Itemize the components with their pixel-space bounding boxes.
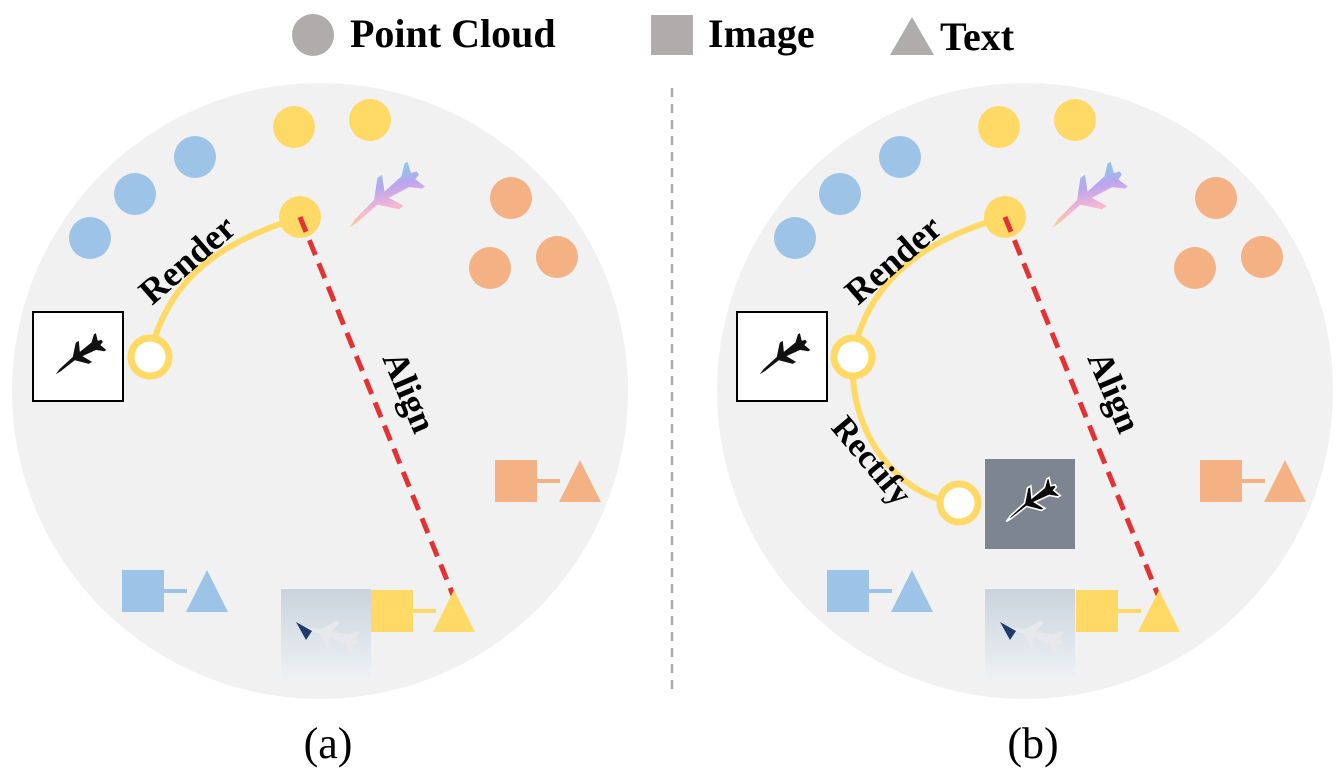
- rendered-image-node: [830, 334, 876, 380]
- point-cloud-blue: [69, 217, 111, 259]
- point-cloud-yellow: [273, 106, 315, 148]
- point-cloud-blue: [819, 173, 861, 215]
- airplane-photo: [985, 589, 1075, 679]
- point-cloud-blue: [879, 136, 921, 178]
- text-triangle-orange: [1264, 460, 1306, 502]
- point-cloud-orange: [1195, 177, 1237, 219]
- point-cloud-blue: [174, 136, 216, 178]
- point-cloud-yellow: [1054, 99, 1096, 141]
- image-text-pair-yellow: [1076, 590, 1180, 632]
- rectified-image-node: [936, 480, 982, 526]
- text-triangle-blue: [186, 570, 228, 612]
- image-square-blue: [827, 570, 869, 612]
- point-cloud-blue: [774, 217, 816, 259]
- legend-point-cloud-label: Point Cloud: [350, 11, 556, 56]
- image-square-yellow: [1076, 590, 1118, 632]
- image-square-yellow: [371, 590, 413, 632]
- text-triangle-blue: [891, 570, 933, 612]
- align-line: [1002, 216, 1161, 596]
- point-cloud-orange: [490, 177, 532, 219]
- point-cloud-yellow: [349, 99, 391, 141]
- airplane-photo: [281, 589, 371, 679]
- image-text-pair-yellow: [371, 590, 475, 632]
- caption-a: (a): [304, 719, 353, 768]
- image-square-orange: [495, 460, 537, 502]
- point-cloud-orange: [536, 236, 578, 278]
- panel-a-background: [12, 83, 628, 699]
- point-cloud-orange: [1174, 247, 1216, 289]
- render-curve: [147, 214, 301, 356]
- text-triangle-yellow: [1138, 590, 1180, 632]
- text-triangle-orange: [559, 460, 601, 502]
- legend: Point Cloud Image Text: [292, 11, 1015, 59]
- legend-image-label: Image: [708, 11, 815, 56]
- image-text-pair-blue: [827, 570, 933, 612]
- text-triangle-yellow: [433, 590, 475, 632]
- image-text-pair-orange: [495, 460, 601, 502]
- legend-point-cloud-marker: [292, 14, 334, 56]
- render-curve: [850, 214, 1006, 356]
- point-cloud-orange: [1241, 236, 1283, 278]
- align-line: [297, 216, 456, 596]
- caption-b: (b): [1007, 719, 1058, 768]
- panel-b-background: [717, 83, 1333, 699]
- legend-image-marker: [651, 15, 693, 55]
- rectify-curve: [850, 375, 943, 503]
- point-cloud-blue: [114, 173, 156, 215]
- legend-text-marker: [890, 17, 934, 55]
- image-text-pair-orange: [1200, 460, 1306, 502]
- point-cloud-yellow: [978, 106, 1020, 148]
- panel-b: Render Rectify Align: [717, 83, 1333, 768]
- legend-text-label: Text: [940, 14, 1015, 59]
- point-cloud-orange: [469, 247, 511, 289]
- panel-a: Render Align: [12, 83, 628, 768]
- rendered-image-node: [127, 334, 173, 380]
- image-text-pair-blue: [122, 570, 228, 612]
- image-square-orange: [1200, 460, 1242, 502]
- image-square-blue: [122, 570, 164, 612]
